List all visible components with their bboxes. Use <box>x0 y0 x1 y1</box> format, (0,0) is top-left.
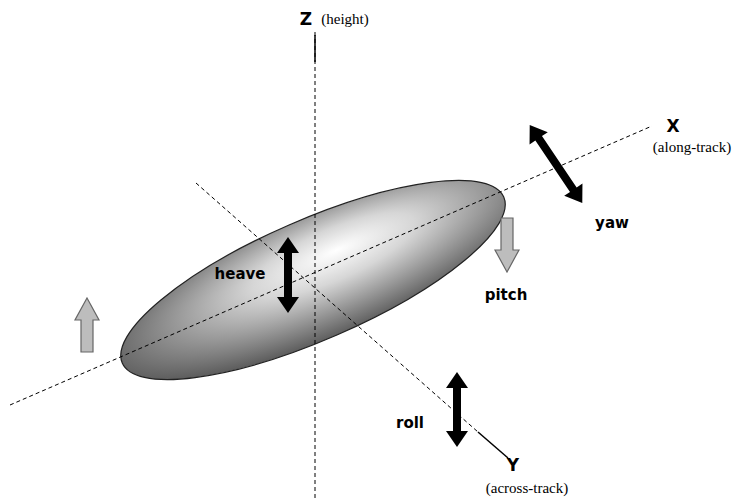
motion-label: roll <box>396 415 424 432</box>
motion-label: heave <box>215 266 266 283</box>
vehicle-body <box>98 142 527 418</box>
yaw-arrow <box>521 119 592 209</box>
motion-label: yaw <box>595 215 629 232</box>
motion-label: pitch <box>485 287 528 304</box>
axis-letter: Z <box>300 10 312 30</box>
pitch-arrow <box>495 218 519 272</box>
axes <box>10 32 652 500</box>
axis-caption: (across-track) <box>486 480 568 497</box>
axis-caption: (along-track) <box>653 139 731 156</box>
axis-letter: X <box>666 117 679 137</box>
axis-letter: Y <box>507 456 519 476</box>
heave-arrow <box>277 237 299 313</box>
axis-caption: (height) <box>321 11 368 28</box>
roll-arrow <box>446 372 468 447</box>
axis-segment <box>478 432 508 458</box>
axis-segment <box>314 35 316 62</box>
pitch-arrow <box>75 298 99 352</box>
